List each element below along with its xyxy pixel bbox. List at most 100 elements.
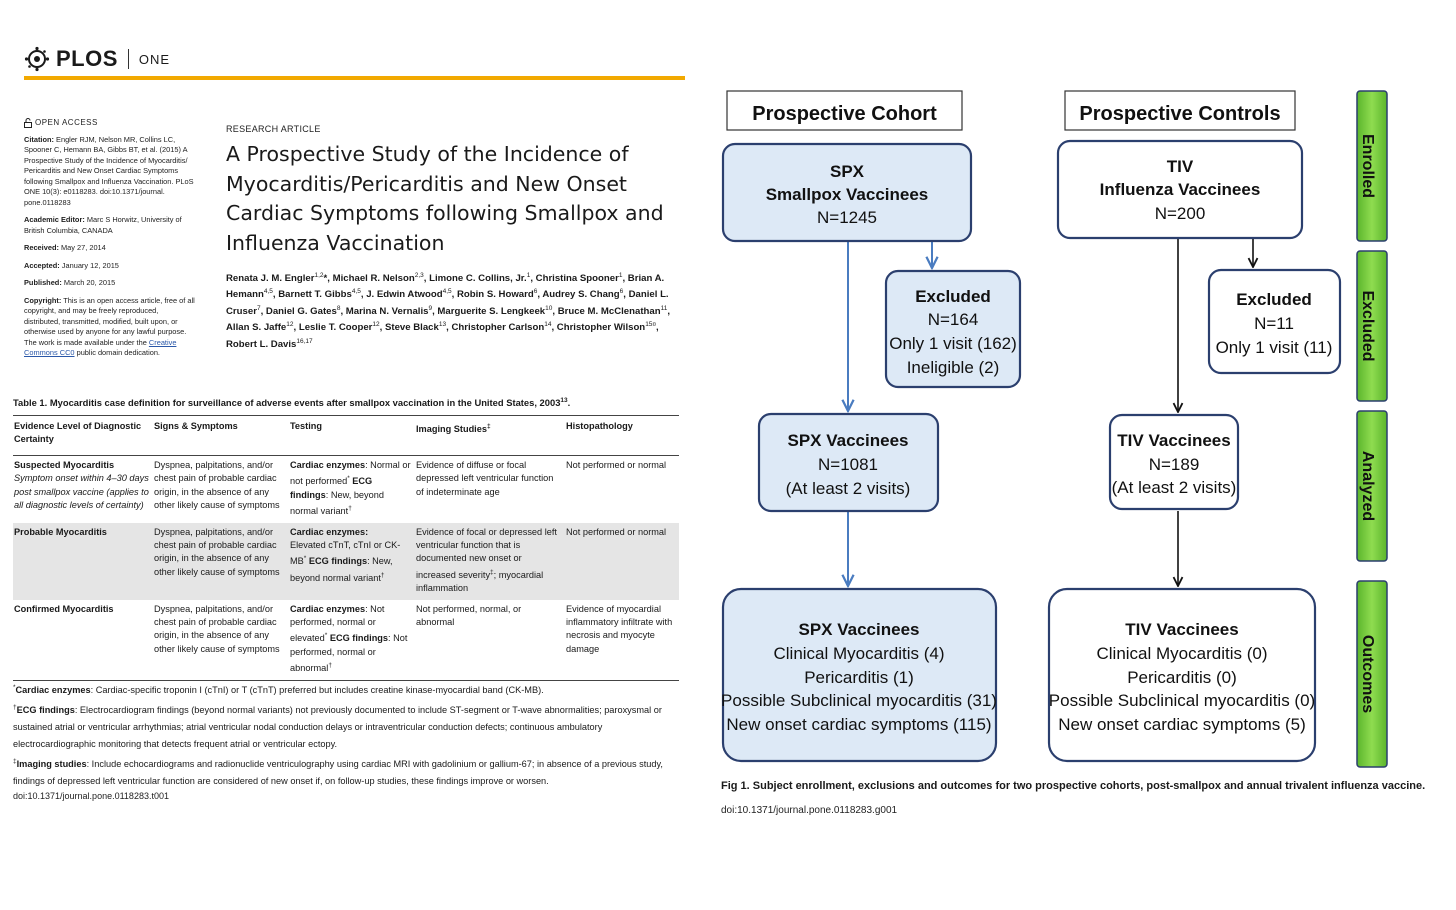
ecg-text: : Not performed, normal or abnormal	[290, 633, 408, 674]
stage-bar-analyzed	[1356, 410, 1388, 562]
copyright-end: public domain dedication.	[76, 348, 160, 357]
stage-bar-outcomes	[1356, 580, 1388, 768]
stage-label-excluded: Excluded	[1359, 290, 1376, 361]
author-separator: ,	[446, 322, 452, 334]
author-affiliation: 4,5	[263, 288, 273, 296]
figure-caption: Fig 1. Subject enrollment, exclusions an…	[721, 780, 1426, 792]
table-doi: doi:10.1371/journal.pone.0118283.t001	[13, 791, 169, 801]
col-header-histo: Histopathology	[565, 415, 679, 456]
author-separator: ,	[423, 273, 430, 285]
table-row-confirmed: Confirmed Myocarditis Dyspnea, palpitati…	[13, 599, 679, 681]
author-affiliation: 7	[256, 304, 261, 312]
author-name: Leslie T. Cooper	[298, 322, 373, 334]
cohort-analyzed-line2: N=1081	[818, 455, 878, 474]
footnote-img-text: : Include echocardiograms and radionucli…	[13, 759, 663, 787]
cohort-outcomes-line3: Pericarditis (1)	[804, 668, 914, 687]
cell-imaging: Evidence of diffuse or focal depressed l…	[416, 459, 554, 497]
cell-histo: Evidence of myocardial inflammatory infi…	[565, 599, 679, 681]
citation-block: Citation: Engler RJM, Nelson MR, Collins…	[24, 135, 196, 209]
table-caption-end: .	[567, 397, 571, 409]
author-name: Bruce M. McClenathan	[557, 305, 661, 317]
imaging-header-sup: ‡	[486, 423, 491, 430]
enrollment-flow-diagram: Prospective Cohort Prospective Controls …	[721, 90, 1388, 768]
ecg-label: ECG findings	[290, 476, 373, 500]
author-separator: ,	[551, 322, 557, 334]
author-separator: ,	[293, 322, 299, 334]
footnote-ecg-text: : Electrocardiogram findings (beyond nor…	[13, 705, 662, 750]
cell-testing: Cardiac enzymes: Normal or not performed…	[290, 459, 411, 517]
col-header-level: Evidence Level of Diagnostic Certainty	[13, 415, 153, 456]
ecg-label: ECG findings	[329, 633, 389, 644]
cohort-enrolled-line2: Smallpox Vaccinees	[766, 185, 929, 204]
stage-bar-enrolled	[1356, 90, 1388, 242]
accepted-block: Accepted: January 12, 2015	[24, 261, 196, 272]
cell-imaging: Evidence of focal or depressed left vent…	[415, 522, 565, 600]
controls-outcomes-line5: New onset cardiac symptoms (5)	[1058, 715, 1306, 734]
cohort-excluded-box	[884, 269, 1022, 389]
author-affiliation: 8	[336, 304, 341, 312]
author-affiliation: 10	[545, 304, 553, 312]
controls-analyzed-line3: (At least 2 visits)	[1112, 478, 1237, 497]
cohort-outcomes-box	[721, 587, 998, 763]
cohort-outcomes-line2: Clinical Myocarditis (4)	[774, 644, 945, 663]
controls-outcomes-line4: Possible Subclinical myocarditis (0)	[1049, 691, 1315, 710]
author-name: Robin S. Howard	[456, 289, 534, 301]
author-list: Renata J. M. Engler1,2*, Michael R. Nels…	[226, 269, 681, 351]
cc0-link[interactable]: Creative Commons CC0	[24, 337, 177, 358]
table-row-probable: Probable Myocarditis Dyspnea, palpitatio…	[13, 522, 679, 600]
enz-text: Elevated cTnT, cTnI or CK-MB	[290, 539, 401, 567]
author-name: J. Edwin Atwood	[366, 289, 443, 301]
cell-histo: Not performed or normal	[565, 522, 679, 600]
author-affiliation: 2,3	[414, 272, 424, 279]
author-name: Steve Black	[384, 322, 439, 334]
author-name: Audrey S. Chang	[542, 289, 620, 301]
stage-label-outcomes: Outcomes	[1359, 635, 1376, 713]
author-name: Brian A. Hemann	[226, 273, 665, 301]
author-affiliation: 12	[372, 321, 380, 329]
journal-name: PLOS	[56, 46, 118, 71]
author-name: Limone C. Collins, Jr.	[429, 273, 527, 285]
controls-enrolled-line1: TIV	[1167, 157, 1194, 176]
level-note: Symptom onset within 4–30 days post smal…	[14, 473, 149, 511]
editor-label: Academic Editor:	[24, 215, 85, 224]
author-name: Robert L. Davis	[226, 338, 297, 350]
ecg-text: : New, beyond normal variant	[290, 489, 384, 517]
ecg-label: ECG findings	[308, 556, 368, 567]
author-name: Michael R. Nelson	[332, 273, 415, 285]
footnote-imaging: ‡Imaging studies: Include echocardiogram…	[13, 758, 663, 787]
level-name: Suspected Myocarditis	[14, 459, 115, 470]
author-name: Marina N. Vernalis	[345, 305, 429, 317]
received-block: Received: May 27, 2014	[24, 243, 196, 254]
plos-logo-icon	[24, 46, 50, 72]
footnote-enzymes: *Cardiac enzymes: Cardiac-specific tropo…	[13, 684, 544, 696]
published-date: March 20, 2015	[63, 278, 116, 287]
author-name: Allan S. Jaffe	[226, 322, 287, 334]
controls-enrolled-line2: Influenza Vaccinees	[1100, 180, 1261, 199]
ecg-text: : New, beyond normal variant	[290, 556, 393, 583]
figure-doi: doi:10.1371/journal.pone.0118283.g001	[721, 805, 898, 816]
footnote-enz-label: Cardiac enzymes	[15, 685, 91, 696]
footnote-img-label: Imaging studies	[16, 759, 87, 770]
author-name: Christina Spooner	[535, 273, 619, 285]
author-separator: ,	[623, 289, 629, 301]
myocarditis-definition-table: Evidence Level of Diagnostic Certainty S…	[13, 415, 679, 681]
author-name: Daniel G. Gates	[265, 305, 337, 317]
cell-testing: Cardiac enzymes: Not performed, normal o…	[289, 599, 415, 681]
copyright-block: Copyright: This is an open access articl…	[24, 296, 196, 359]
author-affiliation: 14	[544, 321, 552, 329]
col-header-signs: Signs & Symptoms	[153, 415, 289, 456]
cohort-outcomes-line4: Possible Subclinical myocarditis (31)	[721, 691, 997, 710]
cohort-excluded-line4: Ineligible (2)	[907, 358, 1000, 377]
cohort-enrolled-line3: N=1245	[817, 208, 877, 227]
footnote-ecg: †ECG findings: Electrocardiogram finding…	[13, 704, 662, 750]
controls-analyzed-box	[1108, 413, 1240, 511]
journal-subname: ONE	[138, 51, 171, 67]
author-affiliation: 13	[438, 321, 447, 329]
author-separator: ,	[340, 305, 346, 317]
author-affiliation: 6	[619, 288, 624, 296]
controls-excluded-box	[1207, 268, 1342, 375]
cohort-analyzed-line1: SPX Vaccinees	[788, 431, 909, 450]
enz-text: : Normal or not performed	[290, 459, 411, 487]
author-affiliation: 6	[533, 288, 538, 296]
